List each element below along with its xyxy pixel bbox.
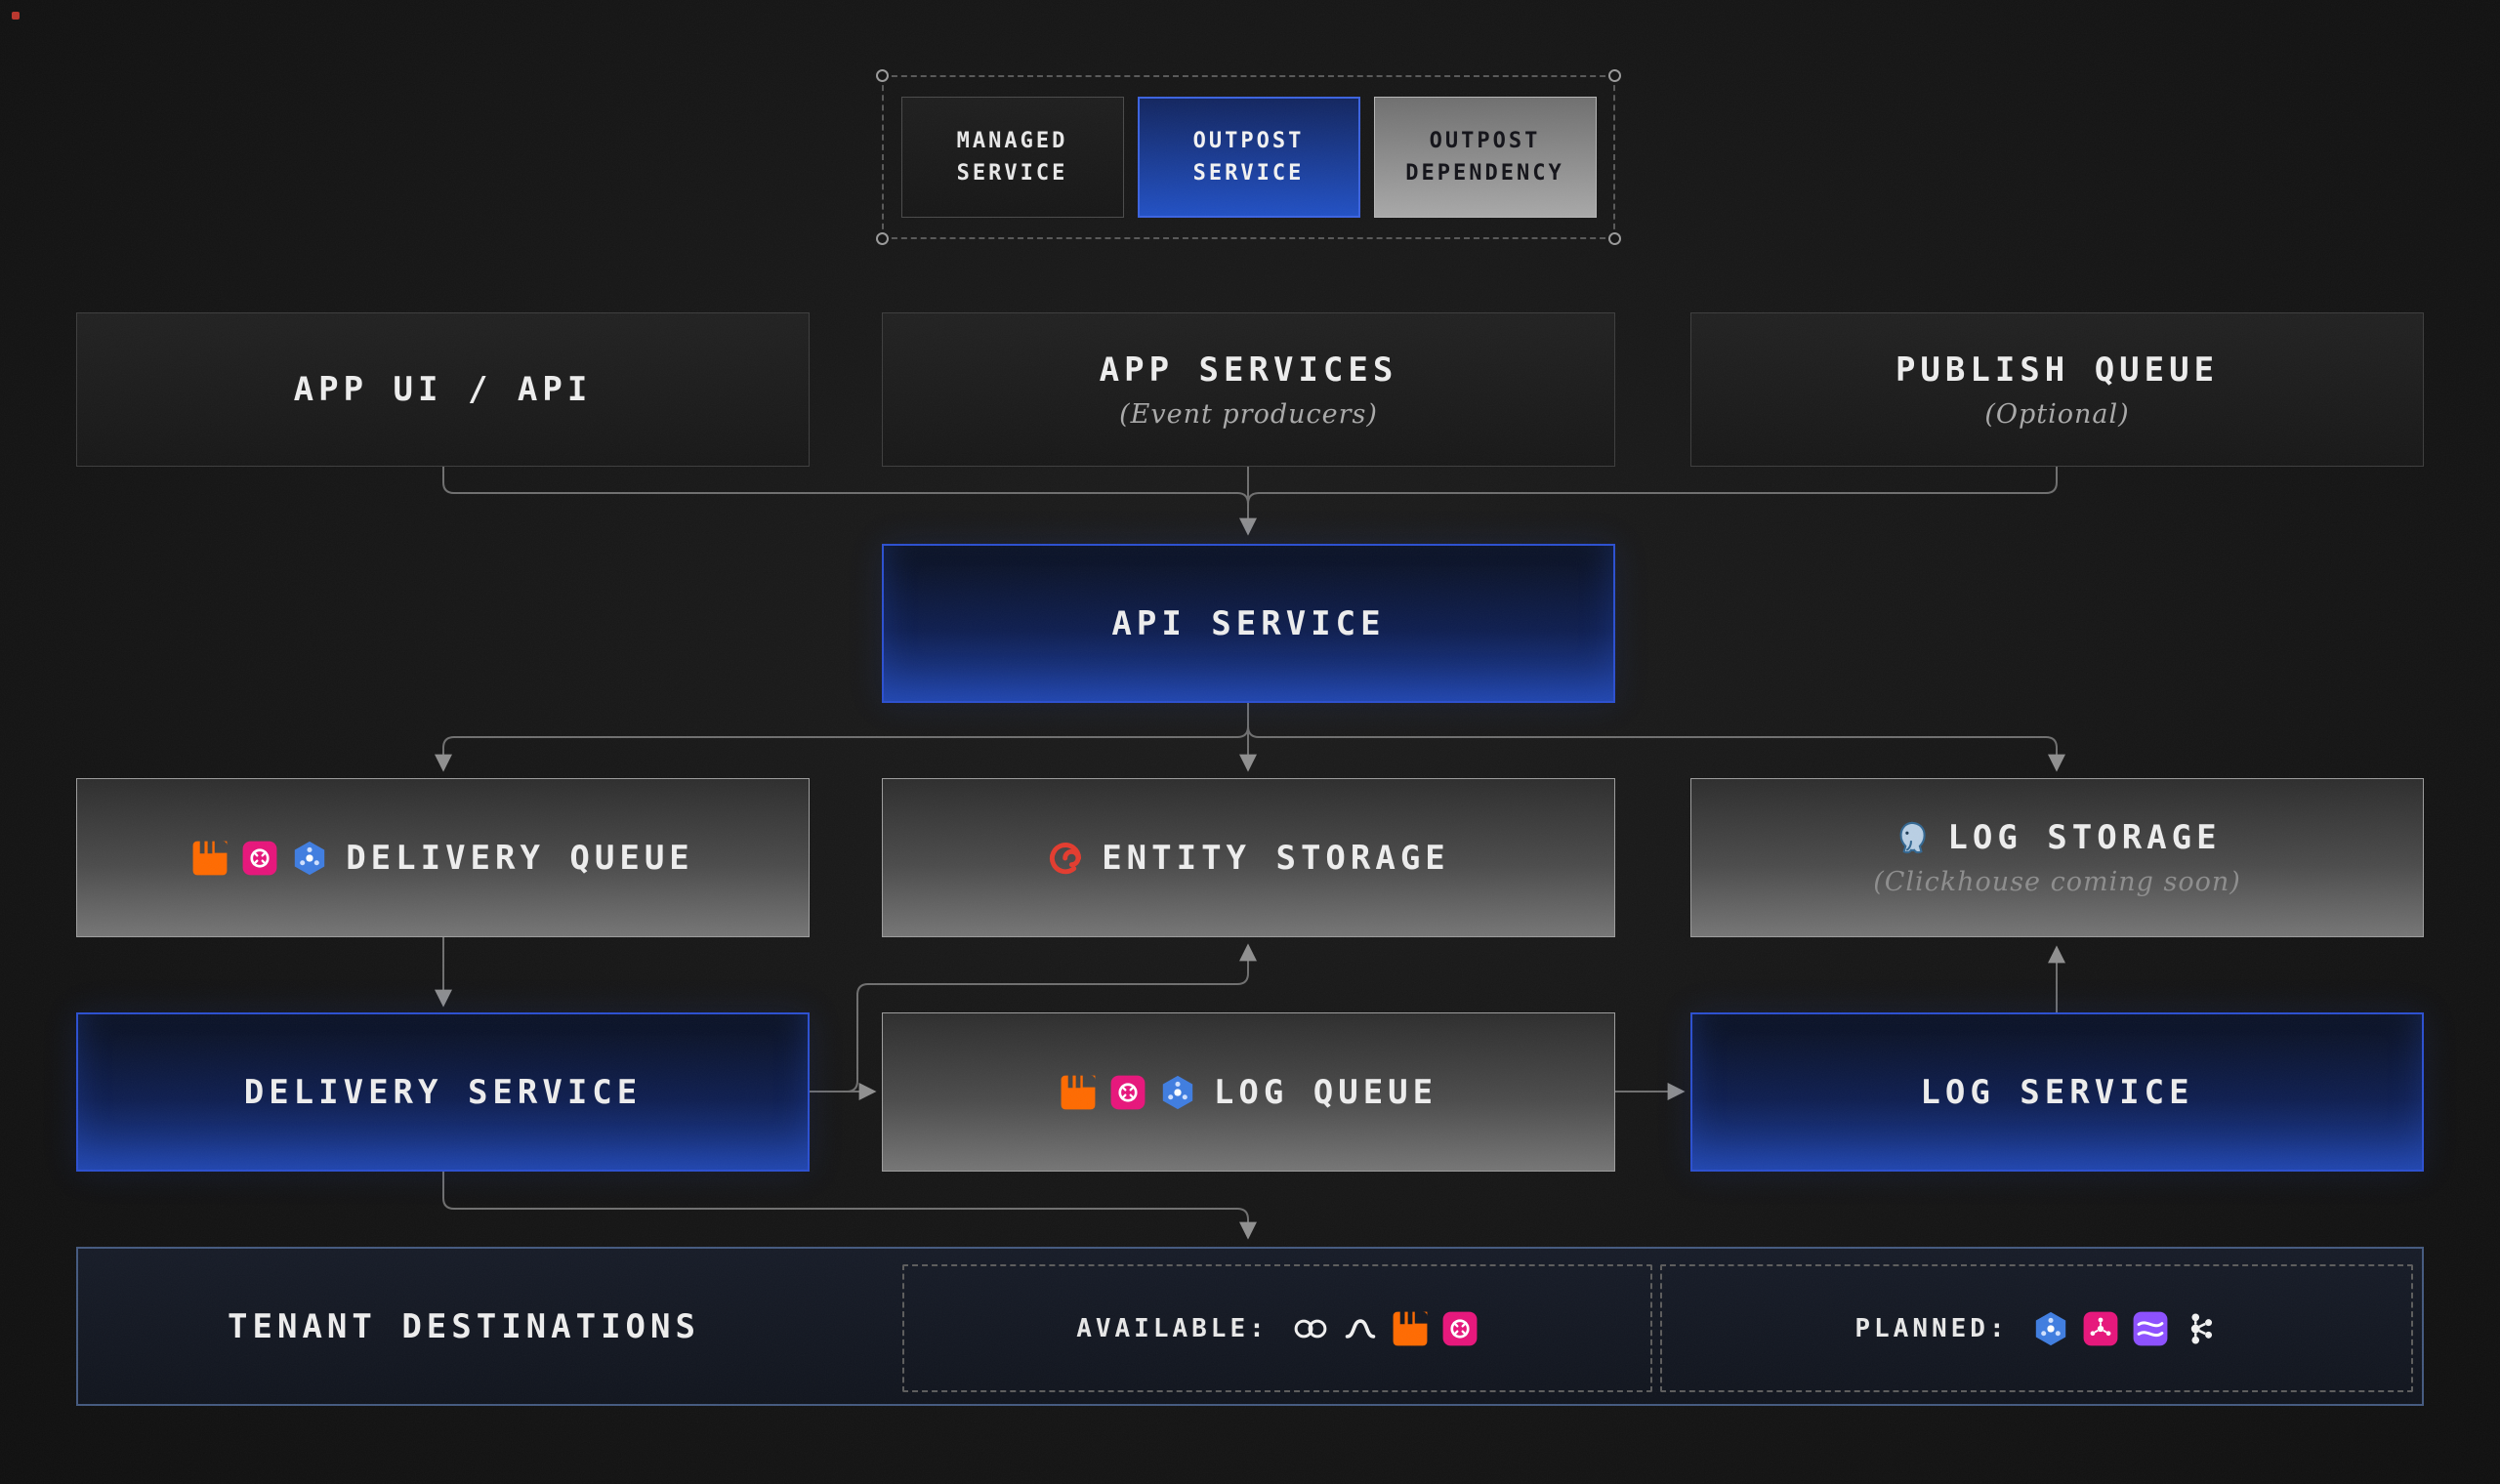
node-delivery-queue: DELIVERY QUEUE bbox=[76, 778, 810, 937]
node-api-service: API SERVICE bbox=[882, 544, 1615, 703]
node-title: API SERVICE bbox=[1111, 603, 1386, 643]
node-delivery-service: DELIVERY SERVICE bbox=[76, 1012, 810, 1172]
node-log-queue: LOG QUEUE bbox=[882, 1012, 1615, 1172]
webhook-icon bbox=[1292, 1310, 1329, 1347]
node-title: LOG SERVICE bbox=[1920, 1072, 2194, 1112]
legend-item-outpost-service: OUTPOST SERVICE bbox=[1137, 97, 1360, 218]
rabbitmq-icon bbox=[191, 840, 229, 877]
planned-destination-icons bbox=[2032, 1310, 2219, 1347]
node-title: APP UI / API bbox=[293, 370, 593, 409]
redis-icon bbox=[1047, 840, 1084, 877]
gcp-pubsub-icon bbox=[291, 840, 328, 877]
planned-label: PLANNED: bbox=[1854, 1313, 2009, 1343]
legend-corner-dot bbox=[876, 232, 889, 245]
node-title: DELIVERY QUEUE bbox=[346, 838, 694, 878]
node-subtitle: (Optional) bbox=[1984, 398, 2130, 430]
edge-api-to-deliveryqueue bbox=[435, 703, 1249, 772]
aws-kinesis-icon bbox=[2132, 1310, 2169, 1347]
legend-corner-dot bbox=[1608, 69, 1621, 82]
aws-eventbridge-icon bbox=[2082, 1310, 2119, 1347]
edge-appui-to-api bbox=[442, 467, 1249, 505]
legend-item-managed-service: MANAGED SERVICE bbox=[900, 97, 1124, 218]
node-title: DELIVERY SERVICE bbox=[243, 1072, 643, 1112]
red-dot-artifact bbox=[12, 12, 20, 20]
node-title: ENTITY STORAGE bbox=[1102, 838, 1450, 878]
node-entity-storage: ENTITY STORAGE bbox=[882, 778, 1615, 937]
legend-corner-dot bbox=[876, 69, 889, 82]
available-destination-icons bbox=[1292, 1310, 1479, 1347]
edge-publishqueue-to-api bbox=[1247, 467, 2058, 505]
available-label: AVAILABLE: bbox=[1076, 1313, 1269, 1343]
node-subtitle: (Clickhouse coming soon) bbox=[1873, 867, 2241, 897]
log-queue-icons bbox=[1060, 1074, 1196, 1111]
aws-sqs-icon bbox=[1441, 1310, 1479, 1347]
hookdeck-icon bbox=[1342, 1310, 1379, 1347]
legend-corner-dot bbox=[1608, 232, 1621, 245]
rabbitmq-icon bbox=[1392, 1310, 1429, 1347]
rabbitmq-icon bbox=[1060, 1074, 1097, 1111]
node-publish-queue: PUBLISH QUEUE (Optional) bbox=[1690, 312, 2424, 467]
node-title: PUBLISH QUEUE bbox=[1895, 350, 2220, 390]
edge-api-to-logstorage bbox=[1247, 703, 2065, 772]
legend-item-outpost-dependency: OUTPOST DEPENDENCY bbox=[1373, 97, 1597, 218]
gcp-pubsub-icon bbox=[2032, 1310, 2069, 1347]
node-log-storage: LOG STORAGE (Clickhouse coming soon) bbox=[1690, 778, 2424, 937]
legend-label-line: SERVICE bbox=[1192, 161, 1305, 186]
node-title: TENANT DESTINATIONS bbox=[228, 1306, 700, 1346]
delivery-queue-icons bbox=[191, 840, 328, 877]
log-storage-icons bbox=[1893, 819, 1930, 856]
node-title: APP SERVICES bbox=[1099, 350, 1398, 390]
legend-label-line: OUTPOST bbox=[1429, 129, 1541, 153]
postgresql-icon bbox=[1893, 819, 1930, 856]
legend-label-line: MANAGED bbox=[956, 129, 1068, 153]
node-title: LOG QUEUE bbox=[1213, 1072, 1438, 1112]
node-subtitle: (Event producers) bbox=[1119, 398, 1378, 430]
entity-storage-icons bbox=[1047, 840, 1084, 877]
node-log-service: LOG SERVICE bbox=[1690, 1012, 2424, 1172]
legend-label-line: SERVICE bbox=[956, 161, 1068, 186]
kafka-icon bbox=[2182, 1310, 2219, 1347]
planned-destinations-group: PLANNED: bbox=[1660, 1264, 2413, 1392]
legend-label-line: OUTPOST bbox=[1192, 129, 1305, 153]
tenant-destinations-label-area: TENANT DESTINATIONS bbox=[78, 1249, 850, 1404]
edge-deliveryservice-to-tenantdestinations bbox=[442, 1172, 1257, 1240]
node-app-ui-api: APP UI / API bbox=[76, 312, 810, 467]
node-title: LOG STORAGE bbox=[1947, 818, 2222, 857]
legend: MANAGED SERVICE OUTPOST SERVICE OUTPOST … bbox=[876, 69, 1621, 245]
available-destinations-group: AVAILABLE: bbox=[902, 1264, 1652, 1392]
gcp-pubsub-icon bbox=[1159, 1074, 1196, 1111]
node-tenant-destinations: TENANT DESTINATIONS AVAILABLE: PLANNED: bbox=[76, 1247, 2424, 1406]
node-app-services: APP SERVICES (Event producers) bbox=[882, 312, 1615, 467]
legend-label-line: DEPENDENCY bbox=[1405, 161, 1564, 186]
aws-sqs-icon bbox=[1109, 1074, 1146, 1111]
aws-sqs-icon bbox=[241, 840, 278, 877]
